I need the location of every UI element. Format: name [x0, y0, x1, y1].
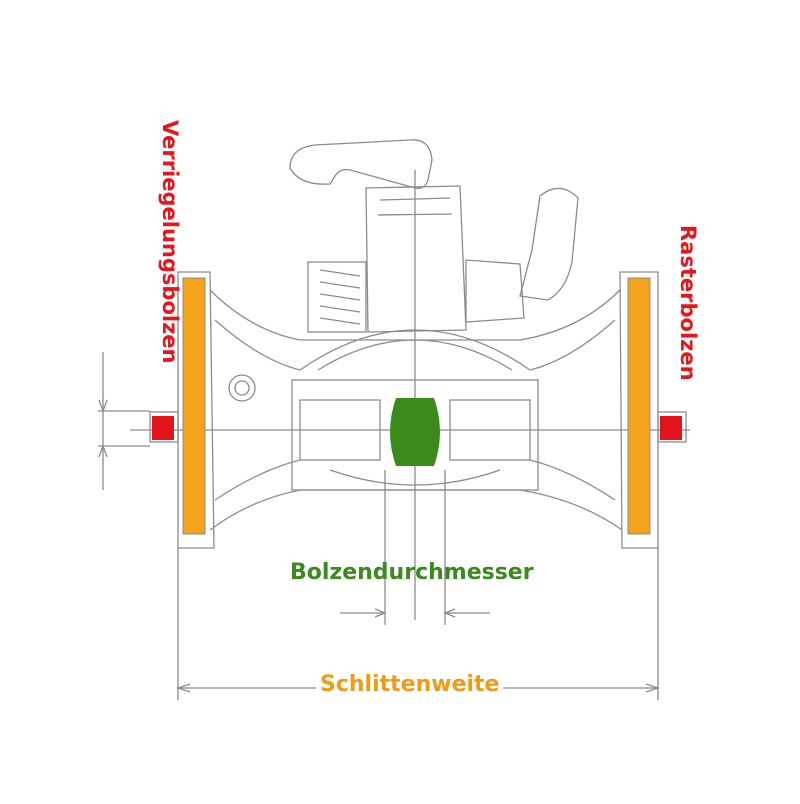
locking-bolt-label: Verriegelungsbolzen	[158, 120, 182, 364]
screw	[228, 374, 256, 402]
spring	[307, 261, 367, 333]
slide-width-label: Schlittenweite	[316, 672, 504, 697]
left-flange	[177, 271, 215, 549]
locking-bolt-marker	[152, 416, 174, 440]
slide-plate-right	[627, 277, 651, 535]
bolt-diameter-label: Bolzendurchmesser	[290, 560, 534, 585]
detent-bolt-label: Rasterbolzen	[676, 225, 700, 381]
slide-plate-left	[182, 277, 206, 535]
housing-block	[365, 185, 467, 333]
hand-lever	[289, 139, 433, 189]
coupling-bolt	[390, 398, 440, 466]
detent-bolt-marker	[660, 416, 682, 440]
side-lever	[519, 187, 579, 301]
